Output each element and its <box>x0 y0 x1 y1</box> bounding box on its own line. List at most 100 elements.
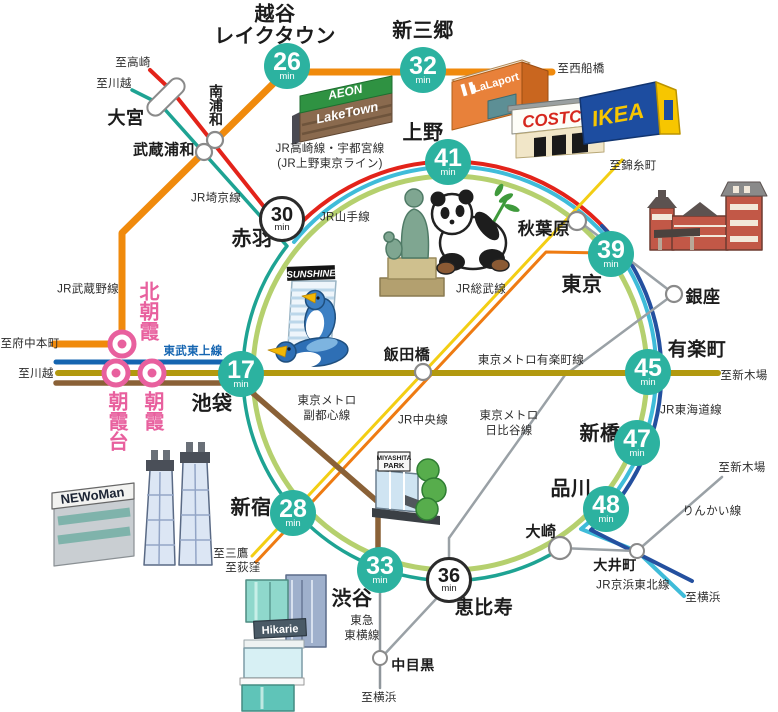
dest-label-shin-kiba-yurakucho: 至新木場 <box>720 370 768 382</box>
line-label-takasaki-utsunomiya: JR高崎線・宇都宮線 (JR上野東京ライン) <box>275 143 385 170</box>
time-unit: min <box>441 582 457 594</box>
time-value: 32 <box>409 51 437 80</box>
line-label-tokaido: JR東海道線 <box>660 404 722 417</box>
station-marker-musashi-urawa <box>194 142 214 162</box>
time-value: 39 <box>597 235 625 264</box>
time-unit: min <box>640 377 656 388</box>
station-label-omiya: 大宮 <box>107 107 145 128</box>
dest-label-yokohama-toyoko: 至横浜 <box>361 692 397 704</box>
station-label-oimachi: 大井町 <box>593 557 637 574</box>
station-label-yurakucho: 有楽町 <box>667 339 727 361</box>
time-value: 36 <box>437 564 461 587</box>
illustration-miyashita-park: MIYASHITA PARK <box>372 451 447 525</box>
dest-label-ogikubo: 至荻窪 <box>225 562 261 574</box>
dest-label-kinshicho: 至錦糸町 <box>609 160 657 172</box>
time-unit: min <box>233 379 249 390</box>
station-label-akihabara: 秋葉原 <box>517 219 571 239</box>
time-value: 48 <box>592 490 620 519</box>
line-label-saikyo: JR埼京線 <box>190 192 242 205</box>
line-label-sobu: JR総武線 <box>455 283 507 296</box>
station-label-iidabashi: 飯田橋 <box>383 346 431 364</box>
station-label-ueno: 上野 <box>402 121 444 144</box>
station-marker-nakameguro <box>372 650 388 666</box>
line-label-fukutoshin: 東京メトロ 副都心線 <box>297 395 357 422</box>
dest-label-kawagoe-north: 至川越 <box>96 78 132 90</box>
illustration-sunshine-penguins: SUNSHINE <box>267 265 349 369</box>
time-unit: min <box>440 167 456 178</box>
illustration-twin-towers <box>143 442 213 566</box>
station-label-musashi-urawa: 武蔵浦和 <box>132 141 196 159</box>
line-label-yamanote: JR山手線 <box>319 211 371 224</box>
miyashita-sign-line2: PARK <box>384 461 405 470</box>
station-label-minami-urawa: 南浦和 <box>208 84 224 126</box>
time-unit: min <box>415 75 431 86</box>
miyashita-sign-line1: MIYASHITA <box>377 455 412 462</box>
time-unit: min <box>629 448 645 459</box>
station-marker-osaki <box>547 535 573 561</box>
illustration-hikarie: Hikarie <box>239 574 327 712</box>
time-value: 47 <box>623 424 651 453</box>
station-label-koshigaya-laketown: 越谷 レイクタウン <box>214 3 336 48</box>
line-label-chuo: JR中央線 <box>397 414 449 427</box>
station-marker-iidabashi <box>413 362 433 382</box>
station-label-shinagawa: 品川 <box>550 477 592 500</box>
station-markers <box>101 77 684 666</box>
dest-label-takasaki: 至高崎 <box>115 57 151 69</box>
station-marker-asaka <box>137 358 167 388</box>
station-label-asakadai: 朝霞台 <box>105 391 127 451</box>
station-marker-minami-urawa <box>205 130 225 150</box>
station-marker-ginza <box>664 284 684 304</box>
station-label-shimbashi: 新橋 <box>579 422 621 445</box>
line-label-keihin-tohoku: JR京浜東北線 <box>596 579 670 592</box>
illustration-aeon-laketown: AEON LakeTown <box>292 75 393 145</box>
line-musashino <box>50 68 556 348</box>
station-label-asaka: 朝霞 <box>141 391 163 431</box>
illustration-panda <box>430 183 520 275</box>
station-marker-omiya <box>146 77 186 117</box>
time-value: 26 <box>273 47 301 76</box>
time-value: 17 <box>227 355 255 384</box>
time-unit: min <box>598 514 614 525</box>
line-label-yurakucho-metro: 東京メトロ有楽町線 <box>477 354 585 367</box>
dest-label-yokohama-keihin: 至横浜 <box>685 592 721 604</box>
station-marker-oimachi <box>629 543 645 559</box>
sunshine-sign-text: SUNSHINE <box>286 268 336 281</box>
station-marker-kita-asaka <box>107 329 137 359</box>
time-unit: min <box>285 518 301 529</box>
time-value: 41 <box>434 143 462 172</box>
dest-label-shin-kiba-rinkai: 至新木場 <box>718 462 766 474</box>
line-sobu-yellow <box>250 158 624 558</box>
time-value: 45 <box>634 353 662 382</box>
station-label-nakameguro: 中目黒 <box>391 657 435 674</box>
station-label-akabane: 赤羽 <box>231 227 273 250</box>
illustration-newoman: NEWoMan <box>51 482 135 567</box>
station-label-shibuya: 渋谷 <box>331 587 373 610</box>
time-unit: min <box>279 71 295 82</box>
line-label-toyoko: 東急 東横線 <box>344 615 380 642</box>
illustration-tokyo-station <box>647 181 768 251</box>
station-label-ebisu: 恵比寿 <box>454 597 514 619</box>
time-unit: min <box>603 259 619 270</box>
line-chuo-orange <box>254 250 606 564</box>
time-unit: min <box>274 221 290 233</box>
illustration-lalaport: LaLaport <box>451 59 549 131</box>
time-value: 30 <box>270 203 294 226</box>
line-label-hibiya: 東京メトロ 日比谷線 <box>479 410 539 437</box>
time-value: 28 <box>279 494 307 523</box>
station-label-ikebukuro: 池袋 <box>191 392 233 415</box>
time-value: 33 <box>366 551 394 580</box>
hikarie-sign-text: Hikarie <box>261 623 298 637</box>
line-label-tobu-tojo: 東武東上線 <box>163 345 223 358</box>
